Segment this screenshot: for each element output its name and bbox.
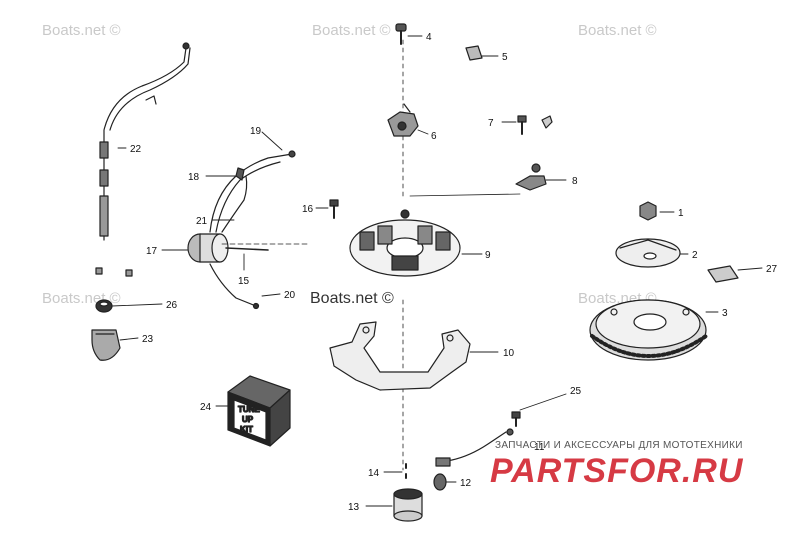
callout-23: 23 xyxy=(142,334,154,345)
part-1-nut xyxy=(639,201,657,221)
callout-27: 27 xyxy=(766,264,778,275)
part-23-boot xyxy=(91,329,121,361)
brand-logo: PARTSFOR.RU xyxy=(490,452,744,490)
part-11-lead xyxy=(435,428,514,467)
brand-tagline: ЗАПЧАСТИ И АКСЕССУАРЫ ДЛЯ МОТОТЕХНИКИ xyxy=(495,440,743,451)
callout-24: 24 xyxy=(200,402,212,413)
callout-14: 14 xyxy=(368,468,380,479)
part-12-bushing xyxy=(433,473,447,491)
part-24-tune-up-kit xyxy=(227,375,291,447)
callout-5: 5 xyxy=(502,52,508,63)
part-9-stator-plate xyxy=(349,209,461,277)
callout-4: 4 xyxy=(426,32,432,43)
callout-6: 6 xyxy=(431,131,437,142)
part-2-washer xyxy=(615,238,681,268)
part-22-cable xyxy=(99,42,191,241)
part-5-clip xyxy=(465,45,483,61)
part-26-nut xyxy=(95,299,113,313)
part-20-wire xyxy=(209,263,260,310)
watermark: Boats.net © xyxy=(312,22,391,39)
part-4-screw xyxy=(395,23,407,45)
part-17-coil xyxy=(187,233,311,263)
callout-16: 16 xyxy=(302,204,314,215)
callout-15: 15 xyxy=(238,276,250,287)
part-27-key xyxy=(707,265,739,283)
callout-18: 18 xyxy=(188,172,200,183)
callout-10: 10 xyxy=(503,348,515,359)
part-6-bracket xyxy=(387,103,419,137)
watermark: Boats.net © xyxy=(42,22,121,39)
callout-26: 26 xyxy=(166,300,178,311)
callout-11: 11 xyxy=(534,442,545,453)
callout-22: 22 xyxy=(130,144,142,155)
callout-21: 21 xyxy=(196,216,208,227)
callout-12: 12 xyxy=(460,478,472,489)
callout-19: 19 xyxy=(250,126,262,137)
kit-label-line-3: KIT xyxy=(240,425,253,434)
callout-8: 8 xyxy=(572,176,578,187)
watermark: Boats.net © xyxy=(310,290,394,307)
part-10-retainer xyxy=(329,321,471,391)
callout-13: 13 xyxy=(348,502,360,513)
callout-17: 17 xyxy=(146,246,158,257)
callout-1: 1 xyxy=(678,208,684,219)
callout-3: 3 xyxy=(722,308,728,319)
part-small-bits xyxy=(95,267,133,277)
callout-20: 20 xyxy=(284,290,296,301)
callout-2: 2 xyxy=(692,250,698,261)
part-7-screw xyxy=(517,115,553,135)
watermark: Boats.net © xyxy=(578,22,657,39)
part-16-screw xyxy=(329,199,339,219)
callout-9: 9 xyxy=(485,250,491,261)
part-8-bracket xyxy=(515,163,547,191)
part-15-pin xyxy=(225,247,269,251)
part-3-flywheel xyxy=(589,299,708,361)
part-13-sleeve xyxy=(393,488,423,522)
callout-7: 7 xyxy=(488,118,494,129)
part-25-screw xyxy=(511,411,521,427)
callout-25: 25 xyxy=(570,386,582,397)
leader-lines xyxy=(111,35,763,507)
kit-label-line-2: UP xyxy=(242,415,254,424)
kit-label-line-1: TUNE xyxy=(238,405,260,414)
